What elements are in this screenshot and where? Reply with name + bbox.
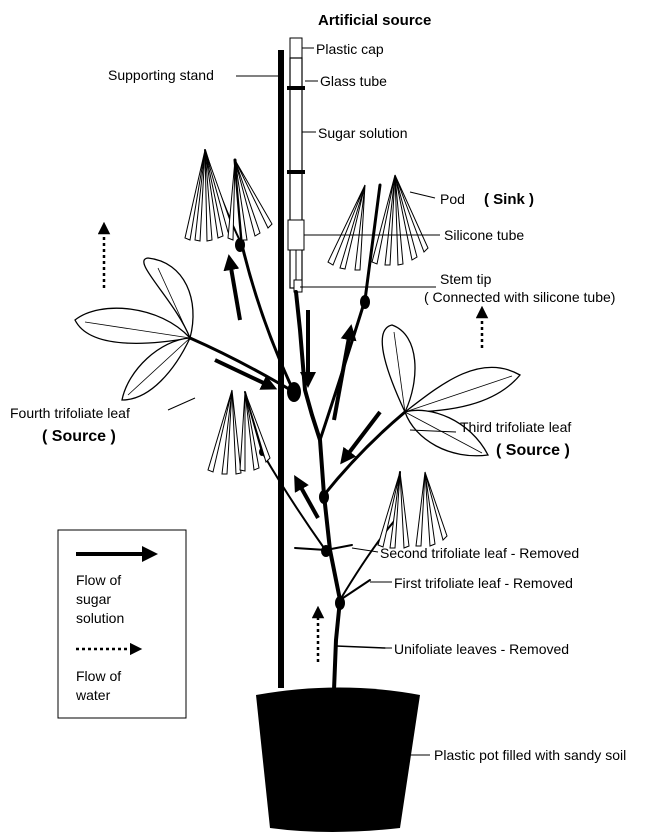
label-stem-tip: Stem tip <box>440 271 492 287</box>
label-second-trifoliate-leaf: Second trifoliate leaf - Removed <box>380 545 579 561</box>
third-trifoliate-leaf <box>382 325 520 456</box>
label-pod-sink: ( Sink ) <box>484 191 534 208</box>
label-stem-tip-note: ( Connected with silicone tube) <box>424 289 615 305</box>
label-third-leaf-source: ( Source ) <box>496 442 570 459</box>
label-sugar-solution: Sugar solution <box>318 125 408 141</box>
plastic-cap <box>290 38 302 58</box>
legend-sugar-line3: solution <box>76 610 124 626</box>
label-first-trifoliate-leaf: First trifoliate leaf - Removed <box>394 575 573 591</box>
label-fourth-leaf-source: ( Source ) <box>42 428 116 445</box>
label-third-trifoliate-leaf: Third trifoliate leaf <box>460 419 571 435</box>
legend-water-line2: water <box>75 687 111 703</box>
fourth-trifoliate-leaf <box>75 258 193 400</box>
artificial-source-apparatus <box>287 38 305 292</box>
legend-water-line1: Flow of <box>76 668 121 684</box>
label-glass-tube: Glass tube <box>320 73 387 89</box>
pod-cluster-left-lower <box>208 390 270 474</box>
legend-sugar-line2: sugar <box>76 591 111 607</box>
plastic-pot <box>256 688 420 833</box>
label-pod: Pod <box>440 191 465 207</box>
pod-cluster-right-lower <box>378 472 447 548</box>
label-plastic-cap: Plastic cap <box>316 41 384 57</box>
label-supporting-stand: Supporting stand <box>108 67 214 83</box>
pod-cluster-top-left <box>185 150 272 241</box>
silicone-tube <box>288 220 304 250</box>
label-plastic-pot: Plastic pot filled with sandy soil <box>434 747 626 763</box>
label-fourth-trifoliate-leaf: Fourth trifoliate leaf <box>10 405 130 421</box>
legend: Flow of sugar solution Flow of water <box>58 530 186 718</box>
label-unifoliate-leaves: Unifoliate leaves - Removed <box>394 641 569 657</box>
diagram-title: Artificial source <box>318 12 431 29</box>
label-silicone-tube: Silicone tube <box>444 227 524 243</box>
legend-sugar-line1: Flow of <box>76 572 121 588</box>
